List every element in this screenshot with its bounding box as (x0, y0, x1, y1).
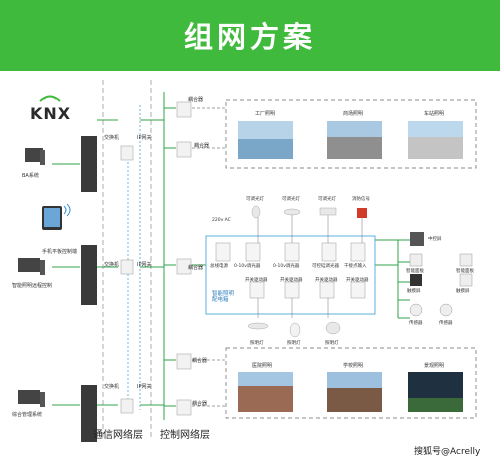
lamp-label: 可调光灯 (246, 197, 264, 202)
photo-caption: 工厂照明 (255, 111, 276, 117)
module-label: 可控硅调光器 (312, 264, 339, 269)
lamp-label: 可调光灯 (282, 197, 300, 202)
module-label: 总线电源 (210, 264, 228, 269)
coupler-label: 耦合器 (188, 265, 204, 271)
page-title: 组网方案 (183, 20, 316, 54)
module-label: 0-10v调光器 (234, 264, 261, 269)
power-label: 220v AC (212, 218, 231, 223)
cabinet-title: 智能照明配电箱 (212, 291, 235, 303)
actuator-label: 开关驱动器 (245, 278, 268, 283)
coupler-label: 耦合器 (194, 143, 210, 149)
ip-gateway-label: IP网关 (137, 135, 152, 141)
lamp-label: 照明灯 (325, 341, 339, 346)
touch-screen-label: 触摸屏 (456, 289, 470, 294)
mobile-control-label: 手机平板控制端 (42, 249, 78, 255)
bottom-photo-frame (225, 347, 477, 419)
control-screen-label: 中控屏 (428, 237, 442, 242)
photo-caption: 景观照明 (424, 363, 445, 369)
sensor-label: 传感器 (439, 321, 453, 326)
coupler-label: 耦合器 (192, 358, 208, 364)
switch-label: 交换机 (104, 135, 120, 141)
control-screen-icon (410, 232, 424, 246)
smart-panel-label: 智能面板 (456, 269, 474, 274)
module-label: 0-10v调光器 (273, 264, 300, 269)
control-layer-label: 控制网络层 (160, 430, 210, 441)
photo-caption: 商场照明 (343, 111, 364, 117)
ba-system-label: BA系统 (22, 173, 39, 179)
computer-icon (18, 390, 40, 404)
watermark: 搜狐号@Acrelly (414, 447, 481, 457)
module-label: 干接点输入 (344, 264, 367, 269)
lamp-label: 照明灯 (287, 341, 301, 346)
switch-tower-3 (81, 385, 97, 442)
comm-layer-label: 通信网络层 (93, 430, 143, 441)
photo-caption: 医院照明 (252, 363, 273, 369)
photo-caption: 车站照明 (424, 111, 445, 117)
actuator-label: 开关驱动器 (315, 278, 338, 283)
photo-caption: 学校照明 (343, 363, 364, 369)
touch-screen-label: 触摸屏 (407, 289, 421, 294)
fire-signal-label: 消防信号 (352, 197, 370, 202)
ip-gateway-label: IP网关 (137, 384, 152, 390)
switch-tower-1 (81, 136, 97, 192)
switch-tower-2 (81, 245, 97, 305)
knx-logo-text: KNX (30, 104, 72, 123)
title-banner: 组网方案 (0, 0, 500, 71)
switch-label: 交换机 (104, 384, 120, 390)
remote-control-label: 智能照明远程控制 (12, 283, 53, 289)
switch-label: 交换机 (104, 262, 120, 268)
management-system-label: 综合管理系统 (12, 412, 43, 418)
smart-panel-label: 智能面板 (406, 269, 424, 274)
ip-gateway-label: IP网关 (137, 262, 152, 268)
lamp-label: 可调光灯 (318, 197, 336, 202)
top-photo-frame (225, 99, 477, 169)
coupler-label: 耦合器 (192, 401, 208, 407)
computer-icon (18, 258, 40, 272)
actuator-label: 开关驱动器 (280, 278, 303, 283)
lighting-cabinet (205, 235, 376, 315)
computer-icon (25, 148, 43, 162)
lamp-label: 照明灯 (250, 341, 264, 346)
sensor-label: 传感器 (409, 321, 423, 326)
coupler-label: 耦合器 (188, 97, 204, 103)
actuator-label: 开关驱动器 (346, 278, 369, 283)
